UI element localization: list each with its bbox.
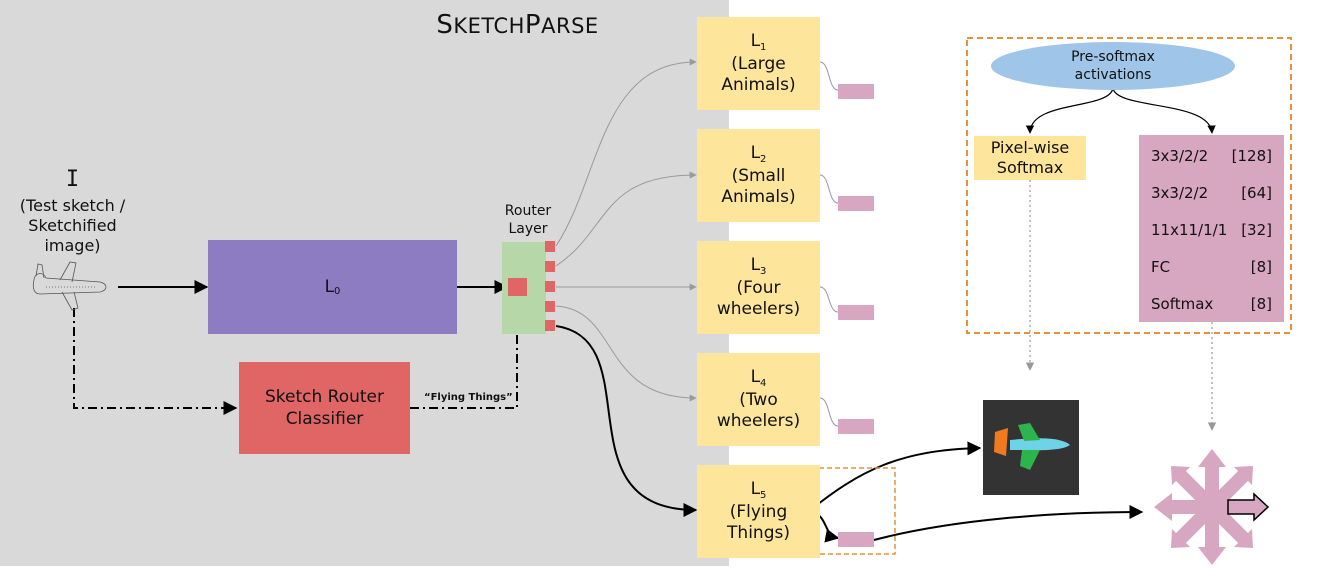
branch-l3: L3 (Four wheelers) (697, 241, 820, 334)
classifier-to-router-arrow (410, 299, 524, 409)
router-to-l5-wire (555, 325, 698, 517)
router-layer-label: Router Layer (504, 203, 552, 237)
pose-head-layer-2: 3x3/2/2[64] (1151, 183, 1272, 202)
pose-head-layer-4: FC[8] (1151, 257, 1272, 276)
input-to-classifier-arrow (73, 308, 238, 415)
branch-l4: L4 (Two wheelers) (697, 353, 820, 446)
input-caption: (Test sketch / Sketchified image) (19, 196, 126, 255)
detail-frame (966, 37, 1292, 334)
router-slot-4 (545, 301, 555, 312)
classifier-output-label: “Flying Things” (424, 392, 513, 403)
router-to-l4-wire (555, 305, 697, 402)
presoftmax-label: Pre-softmax activations (1071, 49, 1155, 83)
sketch-router-classifier: Sketch Router Classifier (239, 362, 410, 454)
sketch-airplane-image (32, 261, 107, 311)
pose-head-layer-5: Softmax[8] (1151, 294, 1272, 313)
branch-l5: L5 (Flying Things) (697, 465, 820, 558)
router-slot-5 (545, 320, 555, 331)
pixelwise-softmax-box: Pixel-wise Softmax (974, 136, 1086, 180)
input-symbol: I (65, 167, 80, 192)
branch-l2-output (838, 196, 874, 211)
output-to-pose-arrow (873, 505, 1144, 541)
pose-head-layer-1: 3x3/2/2[128] (1151, 146, 1272, 165)
diagram-title: SKETCHPARSE (436, 10, 599, 40)
presoftmax-ellipse (991, 42, 1235, 90)
l5-to-segmentation-arrow (807, 441, 982, 513)
router-slot-3 (545, 281, 555, 292)
branch-l4-output (838, 419, 874, 434)
router-to-l1-wire (555, 58, 697, 247)
pose-head-layer-3: 11x11/1/1[32] (1151, 220, 1272, 239)
router-slot-2 (545, 261, 555, 272)
pose-output-icon (1154, 449, 1260, 565)
branch-l2: L2 (Small Animals) (697, 129, 820, 222)
pose-head-table: 3x3/2/2[128] 3x3/2/2[64] 11x11/1/1[32] F… (1139, 135, 1284, 322)
router-slot-1 (545, 241, 555, 252)
branch-l1-output (838, 84, 874, 99)
router-to-l2-wire (555, 171, 697, 267)
branch-l5-output (838, 532, 874, 547)
router-active-unit (508, 278, 527, 296)
branch-l1: L1 (Large Animals) (697, 17, 820, 110)
branch-l3-output (838, 305, 874, 320)
